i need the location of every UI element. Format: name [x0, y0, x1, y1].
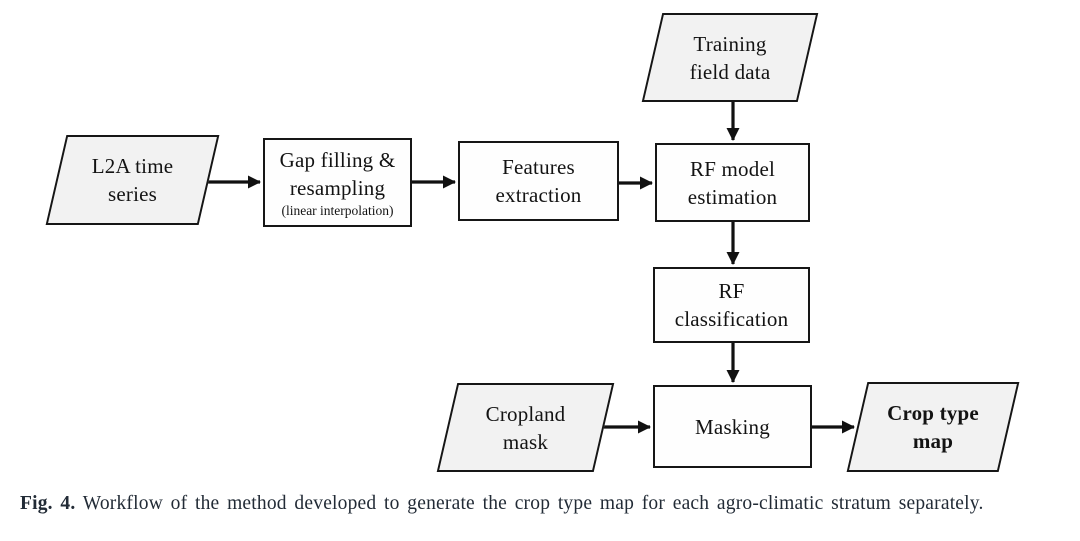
node-cropland-mask: Cropland mask: [436, 383, 615, 472]
node-l2a-time-series: L2A time series: [45, 135, 220, 225]
node-masking: Masking: [653, 385, 812, 468]
rectangle-shape: [653, 267, 810, 343]
figure-caption-text: Workflow of the method developed to gene…: [82, 493, 984, 514]
node-label-line: Crop type: [887, 401, 979, 425]
node-rf-classification: RF classification: [653, 267, 810, 343]
node-label: Gap filling & resampling (linear interpo…: [263, 146, 412, 219]
node-label: Crop type map: [857, 399, 1009, 455]
node-label-line: estimation: [687, 184, 778, 209]
node-label-line: Training: [693, 31, 767, 56]
node-crop-type-map: Crop type map: [846, 382, 1020, 472]
node-label: RF classification: [653, 277, 810, 333]
node-sublabel: (linear interpolation): [281, 203, 394, 218]
rectangle-shape: [653, 385, 812, 468]
node-label-line: Features: [502, 155, 575, 179]
node-label-line: resampling: [289, 176, 386, 200]
node-label: L2A time series: [56, 152, 209, 208]
node-features-extraction: Features extraction: [458, 141, 619, 221]
node-label-line: series: [107, 182, 157, 206]
node-label-line: Cropland: [485, 401, 566, 426]
rectangle-shape: [458, 141, 619, 221]
node-label-line: RF model: [689, 156, 776, 181]
node-label: Training field data: [652, 30, 808, 86]
node-label: Features extraction: [458, 153, 619, 209]
rectangle-shape: [655, 143, 810, 222]
node-label-line: RF: [718, 279, 745, 303]
node-rf-model-estimation: RF model estimation: [655, 143, 810, 222]
node-label-line: map: [912, 429, 954, 453]
node-label: Cropland mask: [447, 400, 604, 456]
node-label-line: classification: [674, 307, 789, 331]
node-label-line: extraction: [495, 183, 582, 207]
rectangle-shape: [263, 138, 412, 227]
node-label-line: mask: [502, 429, 549, 454]
node-label-line: Masking: [695, 414, 770, 439]
node-label-line: Gap filling &: [279, 148, 396, 172]
node-gap-filling-resampling: Gap filling & resampling (linear interpo…: [263, 138, 412, 227]
node-label-line: field data: [689, 59, 771, 84]
node-label: RF model estimation: [655, 155, 810, 211]
figure-caption: Fig. 4. Workflow of the method developed…: [20, 492, 1054, 516]
node-training-field-data: Training field data: [641, 13, 819, 102]
node-label-line: L2A time: [91, 154, 174, 178]
node-label: Masking: [653, 413, 812, 441]
figure-caption-label: Fig. 4.: [20, 493, 76, 514]
